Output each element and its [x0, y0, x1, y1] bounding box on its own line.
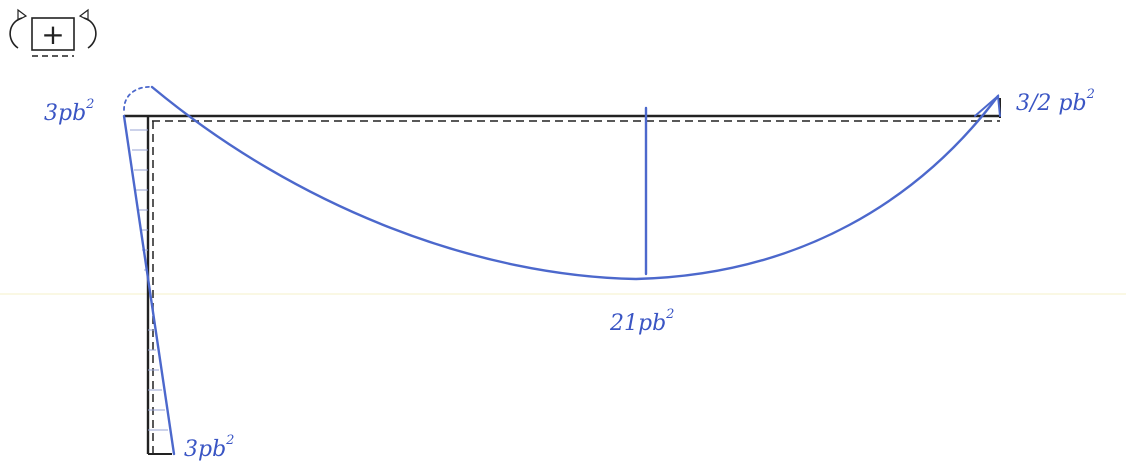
right-end-moment	[974, 93, 1001, 117]
frame-dashed-axis	[152, 120, 1000, 454]
top-left-moment-label: 3pb2	[44, 97, 94, 126]
top-right-moment-label: 3/2 pb2	[1016, 87, 1095, 116]
moment-diagram	[122, 85, 1001, 456]
sign-convention-icon: +	[9, 8, 97, 57]
bottom-moment-label: 3pb2	[184, 433, 234, 462]
frame	[124, 98, 1001, 455]
sign-convention-symbol: +	[41, 18, 64, 51]
column-moment-line	[122, 114, 176, 456]
span-max-moment-label: 21pb2	[609, 307, 674, 336]
corner-moment-arc	[123, 86, 153, 111]
beam-moment-curve	[150, 85, 1000, 281]
